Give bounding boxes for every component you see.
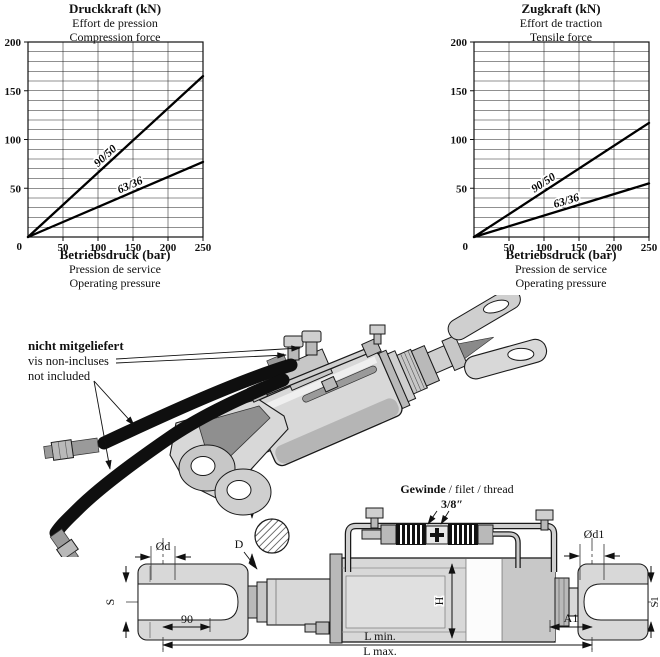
- dim-lmin: L min.: [162, 629, 593, 650]
- rod-end-adapter: [247, 578, 331, 626]
- chart-subtitle-en: Tensile force: [529, 30, 593, 44]
- dim-a1: A1: [549, 611, 593, 632]
- thread-note: Gewinde / filet / thread 3/8″: [400, 482, 514, 525]
- dim-od1: Ød1: [564, 527, 620, 580]
- thread-label: Gewinde / filet / thread: [400, 482, 513, 496]
- series-lines: [472, 121, 651, 239]
- hose-lower-fitting: [49, 528, 79, 557]
- svg-text:200: 200: [5, 37, 22, 49]
- svg-text:50: 50: [504, 242, 516, 252]
- svg-text:L min.: L min.: [364, 629, 396, 643]
- right-fork: [577, 563, 649, 641]
- svg-text:50: 50: [456, 183, 468, 195]
- safety-valve-block: [361, 524, 521, 568]
- hose-upper-fitting: [43, 437, 100, 461]
- xaxis-label-fr: Pression de service: [69, 262, 161, 276]
- svg-text:200: 200: [451, 37, 468, 49]
- svg-text:100: 100: [451, 135, 468, 147]
- svg-text:150: 150: [5, 86, 22, 98]
- section-circle: [254, 518, 290, 554]
- svg-text:0: 0: [17, 241, 23, 252]
- svg-text:150: 150: [571, 242, 588, 252]
- svg-text:250: 250: [641, 242, 658, 252]
- tick-labels: 50 100 150 200 50 100 150 200 250 0: [5, 37, 212, 252]
- svg-text:100: 100: [5, 135, 22, 147]
- svg-text:Ød: Ød: [156, 539, 171, 553]
- svg-text:100: 100: [90, 242, 107, 252]
- svg-text:A1: A1: [564, 611, 579, 625]
- dim-od: Ød: [135, 539, 191, 580]
- svg-text:90: 90: [181, 612, 193, 626]
- grid: [27, 41, 204, 238]
- cylinder-3d-illustration: [43, 295, 548, 557]
- compression-chart-title: Druckkraft (kN) Effort de pression Compr…: [15, 1, 215, 45]
- svg-text:50: 50: [58, 242, 70, 252]
- svg-text:0: 0: [463, 241, 469, 252]
- left-clevis-3d: [169, 398, 289, 516]
- left-fork: [137, 563, 249, 641]
- xaxis-label-en: Operating pressure: [515, 276, 607, 290]
- svg-text:H: H: [432, 596, 446, 605]
- axis-ticks: [470, 41, 650, 241]
- svg-text:S1: S1: [650, 596, 660, 607]
- hose-upper: [97, 358, 298, 450]
- dim-s: S: [103, 566, 130, 638]
- side-view-drawing: Gewinde / filet / thread 3/8″ Ød S 90 D: [103, 482, 660, 657]
- thread-size: 3/8″: [441, 497, 463, 511]
- note-line-en: not included: [28, 369, 91, 383]
- svg-text:S: S: [103, 599, 117, 606]
- svg-text:50: 50: [10, 183, 22, 195]
- xaxis-label-en: Operating pressure: [69, 276, 161, 290]
- chart-subtitle-fr: Effort de traction: [519, 16, 603, 30]
- svg-text:200: 200: [160, 242, 177, 252]
- series-lines: [26, 74, 205, 239]
- svg-text:200: 200: [606, 242, 623, 252]
- svg-text:100: 100: [536, 242, 553, 252]
- dim-90: 90: [162, 612, 211, 632]
- svg-text:150: 150: [125, 242, 142, 252]
- chart-title: Druckkraft (kN): [68, 1, 162, 16]
- note-line-de: nicht mitgeliefert: [28, 338, 124, 353]
- dim-s1: S1: [647, 566, 660, 638]
- svg-text:Ød1: Ød1: [584, 527, 605, 541]
- tensile-xaxis-title: Betriebsdruck (bar) Pression de service …: [461, 247, 660, 291]
- svg-text:250: 250: [195, 242, 212, 252]
- not-included-note: nicht mitgeliefert vis non-incluses not …: [28, 338, 124, 385]
- xaxis-label-fr: Pression de service: [515, 262, 607, 276]
- tensile-chart-title: Zugkraft (kN) Effort de traction Tensile…: [461, 1, 660, 45]
- chart-subtitle-en: Compression force: [69, 30, 161, 44]
- xaxis-label-de: Betriebsdruck (bar): [505, 247, 617, 262]
- chart-title: Zugkraft (kN): [521, 1, 601, 16]
- axis-ticks: [24, 41, 204, 241]
- dim-h: H: [431, 563, 456, 639]
- hose-lower: [49, 373, 290, 540]
- compression-xaxis-title: Betriebsdruck (bar) Pression de service …: [15, 247, 215, 291]
- svg-text:D: D: [235, 537, 244, 551]
- note-line-fr: vis non-incluses: [28, 353, 109, 368]
- dim-lmax-label: L max.: [363, 644, 397, 657]
- hydraulic-hoses: [43, 358, 298, 557]
- fork-prong-upper: [447, 295, 521, 341]
- note-arrows: [93, 345, 301, 470]
- chart-subtitle-fr: Effort de pression: [72, 16, 158, 30]
- dim-d: D: [235, 508, 290, 570]
- fork-prong-lower: [463, 338, 548, 380]
- tick-labels: 50 100 150 200 50 100 150 200 250 0: [451, 37, 658, 252]
- svg-text:150: 150: [451, 86, 468, 98]
- xaxis-label-de: Betriebsdruck (bar): [59, 247, 171, 262]
